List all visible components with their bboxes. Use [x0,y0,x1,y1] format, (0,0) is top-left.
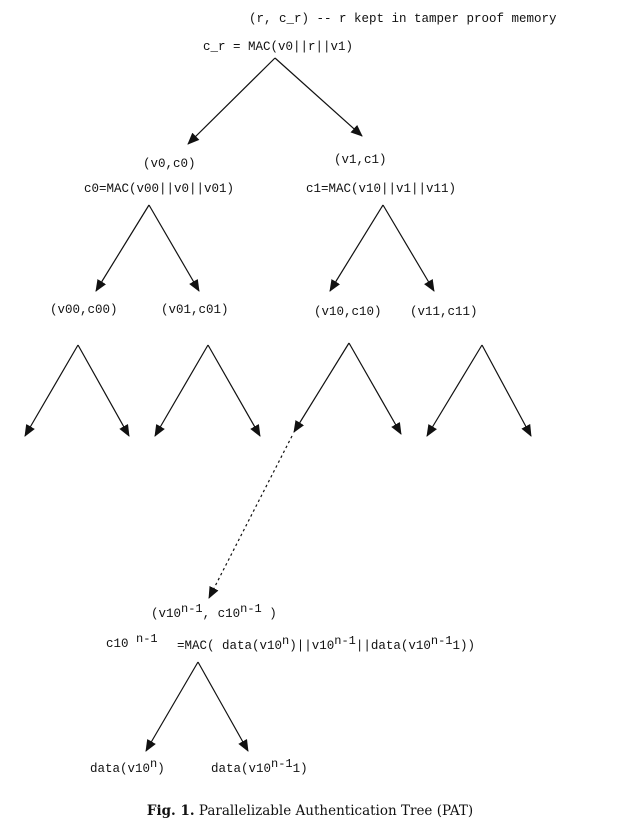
deep-node-lhs: c10 n-1 [106,631,158,651]
edge-v1-to-v11 [382,204,435,292]
edge-dotted-descent [208,435,293,599]
edge-v01-right [207,344,261,437]
edge-v00-left [24,344,79,437]
edge-deep-left [145,661,199,752]
root-note: (r, c_r) -- r kept in tamper proof memor… [249,12,557,26]
node-v10-pair: (v10,c10) [314,305,382,319]
edge-v10-left [293,342,350,433]
edge-v0-to-v00 [95,204,150,292]
leaf-data-right: data(v10n-11) [211,756,308,776]
figure-caption: Fig. 1. Parallelizable Authentication Tr… [0,803,620,819]
node-v01-pair: (v01,c01) [161,303,229,317]
deep-node-rhs: =MAC( data(v10n)||v10n-1||data(v10n-11)) [177,633,475,653]
node-v0-pair: (v0,c0) [143,157,196,171]
node-v0-formula: c0=MAC(v00||v0||v01) [84,182,235,196]
edge-deep-right [197,661,249,752]
edge-v11-left [426,344,483,437]
edge-v11-right [481,344,532,437]
edge-v1-to-v10 [329,204,384,292]
deep-node-pair: (v10n-1, c10n-1 ) [151,601,277,621]
edge-root-to-v0 [187,57,276,145]
edge-v10-right [348,342,402,435]
root-formula: c_r = MAC(v0||r||v1) [203,40,354,54]
node-v1-pair: (v1,c1) [334,153,387,167]
figure-caption-text: Parallelizable Authentication Tree (PAT) [198,803,474,819]
edge-v01-left [154,344,209,437]
leaf-data-left: data(v10n) [90,756,165,776]
node-v1-formula: c1=MAC(v10||v1||v11) [306,182,457,196]
node-v11-pair: (v11,c11) [410,305,478,319]
figure-caption-label: Fig. 1. [146,803,195,819]
node-v00-pair: (v00,c00) [50,303,118,317]
edge-v00-right [77,344,130,437]
edge-root-to-v1 [274,57,363,137]
edge-v0-to-v01 [148,204,200,292]
